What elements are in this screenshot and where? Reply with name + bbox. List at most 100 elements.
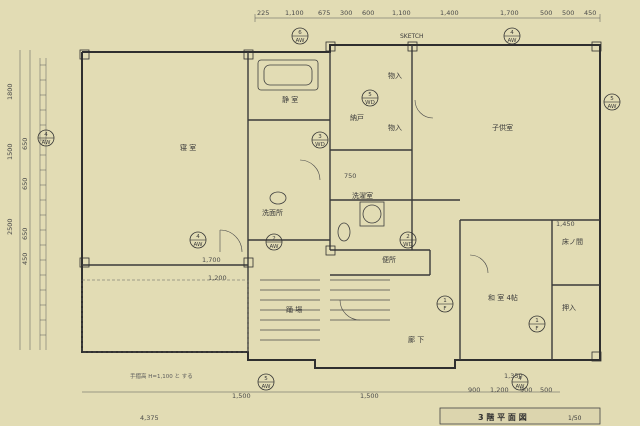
- inner-dim: 4,375: [140, 414, 159, 422]
- room-corridor: 廊 下: [408, 335, 424, 344]
- top-dimensions: 225 1,100 675 300 600 1,100 1,400 1,700 …: [257, 9, 596, 17]
- bathtub: [257, 59, 319, 91]
- section-tag: 5 WD: [361, 89, 379, 107]
- room-hall: 静 室: [282, 95, 298, 104]
- svg-text:AW: AW: [262, 384, 271, 390]
- svg-text:AW: AW: [608, 104, 617, 110]
- room-closet: 納戸: [350, 113, 364, 122]
- fixtures: [257, 59, 385, 242]
- section-tag: 3 WD: [311, 131, 329, 149]
- top-dim: 1,700: [500, 9, 519, 17]
- svg-text:6: 6: [298, 30, 302, 36]
- svg-text:WD: WD: [403, 242, 413, 248]
- balcony-hatch: [39, 58, 47, 350]
- svg-text:3: 3: [318, 134, 322, 140]
- svg-text:AW: AW: [194, 242, 203, 248]
- section-tag: 6 AW: [291, 27, 309, 45]
- svg-text:4: 4: [510, 30, 514, 36]
- bottom-dim: 1,200: [490, 386, 509, 394]
- bottom-dim: 500: [540, 386, 552, 394]
- stairs: [260, 279, 390, 341]
- svg-text:WD: WD: [365, 100, 375, 106]
- top-dim: 500: [562, 9, 574, 17]
- svg-text:AW: AW: [270, 244, 279, 250]
- left-dim: 650: [21, 178, 29, 190]
- svg-text:AW: AW: [516, 384, 525, 390]
- dimension-lines: [19, 14, 601, 393]
- top-dim: 1,100: [392, 9, 411, 17]
- section-tag: 5 AW: [603, 93, 621, 111]
- drawing-title: 3 階 平 面 図: [478, 412, 527, 422]
- toilet: [337, 222, 351, 242]
- room-washroom: 洗濯室: [352, 191, 373, 200]
- inner-dim: 1,700: [202, 256, 221, 264]
- left-dim: 650: [21, 228, 29, 240]
- title-block: 3 階 平 面 図 1/50: [439, 407, 601, 425]
- section-tag: 1 F: [436, 295, 454, 313]
- inner-dim: 750: [344, 172, 356, 180]
- bottom-dim: 1,500: [232, 392, 251, 400]
- top-dim: 300: [340, 9, 352, 17]
- left-dim: 2500: [6, 218, 14, 235]
- svg-text:1: 1: [443, 298, 447, 304]
- top-dim: 500: [540, 9, 552, 17]
- drawing-scale: 1/50: [568, 415, 582, 422]
- svg-text:4: 4: [196, 234, 200, 240]
- inner-dimensions: 1,700 1,200 750 1,350 1,450 4,375: [140, 172, 575, 422]
- washing-machine: [362, 204, 382, 224]
- svg-text:WD: WD: [315, 142, 325, 148]
- svg-text:AW: AW: [508, 38, 517, 44]
- svg-text:2: 2: [406, 234, 410, 240]
- washbasin: [269, 191, 287, 205]
- bottom-dim: 900: [520, 386, 532, 394]
- sketch-mark: SKETCH: [400, 33, 424, 40]
- left-dim: 650: [21, 138, 29, 150]
- section-tag: 4 AW: [37, 129, 55, 147]
- svg-text:5: 5: [610, 96, 614, 102]
- section-tag: 4 AW: [503, 27, 521, 45]
- svg-text:5: 5: [264, 376, 268, 382]
- svg-text:4: 4: [518, 376, 522, 382]
- room-wc: 便所: [382, 255, 396, 264]
- inner-dim: 1,350: [504, 372, 523, 380]
- columns: [79, 41, 602, 362]
- room-kids: 子供室: [492, 123, 513, 132]
- left-dimensions: 1800 1500 650 650 2500 450 650: [6, 83, 29, 265]
- room-labels: 寝 室 静 室 納戸 物入 物入 洗面所 子供室 洗濯室 便所 和 室 4帖 押…: [130, 71, 583, 380]
- room-landing: 踊 場: [286, 305, 302, 314]
- svg-text:2: 2: [272, 236, 276, 242]
- section-tags: 6 AW 4 AW 5 WD 3 WD 4 AW 2 AW: [37, 27, 621, 391]
- section-tag: 2 WD: [399, 231, 417, 249]
- balcony-note: 手摺高 H=1,100 と する: [130, 372, 193, 380]
- top-dim: 675: [318, 9, 330, 17]
- bottom-dim: 1,500: [360, 392, 379, 400]
- section-tag: 5 AW: [257, 373, 275, 391]
- door-swings: [219, 99, 489, 321]
- room-laundry: 洗面所: [262, 208, 283, 217]
- section-tag: 4 AW: [189, 231, 207, 249]
- inner-dim: 1,200: [208, 274, 227, 282]
- bottom-dimensions: 1,500 1,500 900 1,200 900 500: [232, 386, 552, 400]
- svg-text:F: F: [535, 326, 538, 332]
- balcony-lower: [81, 279, 249, 353]
- top-dim: 450: [584, 9, 596, 17]
- svg-text:1: 1: [535, 318, 539, 324]
- top-dim: 1,400: [440, 9, 459, 17]
- left-dim: 450: [21, 253, 29, 265]
- inner-dim: 1,450: [556, 220, 575, 228]
- top-dim: 600: [362, 9, 374, 17]
- room-bedroom: 寝 室: [180, 143, 196, 152]
- section-tag: 2 AW: [265, 233, 283, 251]
- room-storage-1: 物入: [388, 71, 402, 80]
- svg-text:AW: AW: [42, 140, 51, 146]
- top-dim: 1,100: [285, 9, 304, 17]
- interior-walls: [82, 45, 600, 360]
- left-dim: 1800: [6, 83, 14, 100]
- bottom-dim: 900: [468, 386, 480, 394]
- svg-text:4: 4: [44, 132, 48, 138]
- svg-text:AW: AW: [296, 38, 305, 44]
- top-dim: 225: [257, 9, 269, 17]
- section-tag: 1 F: [528, 315, 546, 333]
